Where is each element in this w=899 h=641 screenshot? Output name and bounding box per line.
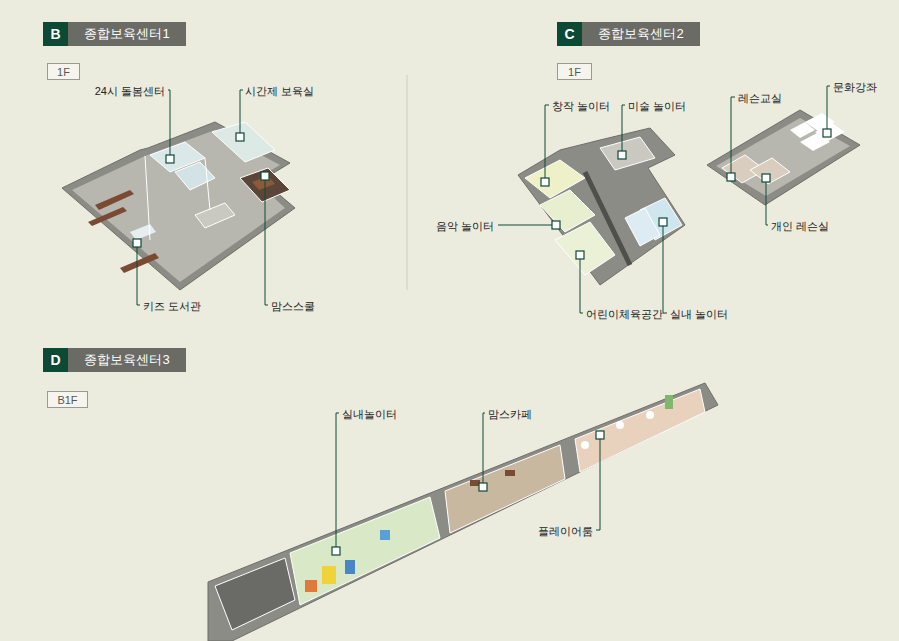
section-badge-text: B [50, 26, 60, 42]
callout-label: 키즈 도서관 [143, 299, 201, 313]
section-title-text: 종합보육센터1 [84, 25, 169, 43]
divider [407, 75, 408, 290]
callout-label: 실내 놀이터 [670, 307, 728, 321]
building-d [208, 383, 718, 641]
leader-lines [137, 86, 830, 547]
section-title: 종합보육센터2 [582, 22, 700, 46]
floor-tag-text: 1F [568, 66, 581, 78]
callout-label: 문화강좌 [833, 80, 877, 94]
floor-tag-text: B1F [57, 394, 77, 406]
floor-tag-text: 1F [57, 66, 70, 78]
callout-label: 레슨교실 [738, 91, 782, 105]
callout-label: 맘스카페 [488, 407, 532, 421]
callout-label: 플레이어룸 [538, 524, 593, 538]
callout-label: 창작 놀이터 [552, 99, 610, 113]
section-title: 종합보육센터1 [68, 22, 186, 46]
floor-tag: 1F [557, 63, 592, 80]
callout-label: 개인 레슨실 [771, 219, 829, 233]
building-c-left [518, 128, 685, 285]
callout-label: 음악 놀이터 [436, 219, 494, 233]
callout-label: 실내놀이터 [342, 407, 397, 421]
section-badge: C [557, 22, 582, 46]
location-markers [133, 129, 831, 555]
floor-tag: B1F [47, 391, 88, 408]
building-c-right [707, 110, 860, 205]
section-badge: D [43, 348, 68, 372]
callout-label: 어린이체육공간 [586, 307, 663, 321]
building-b [62, 122, 295, 290]
callout-label: 맘스스쿨 [271, 299, 315, 313]
callout-label: 미술 놀이터 [628, 99, 686, 113]
section-badge: B [43, 22, 68, 46]
floor-tag: 1F [47, 63, 80, 80]
section-badge-text: D [50, 352, 60, 368]
callout-label: 24시 돌봄센터 [95, 84, 165, 98]
section-title-text: 종합보육센터2 [598, 25, 683, 43]
section-title-text: 종합보육센터3 [84, 351, 169, 369]
callout-label: 시간제 보육실 [245, 84, 314, 98]
section-title: 종합보육센터3 [68, 348, 186, 372]
section-badge-text: C [564, 26, 574, 42]
